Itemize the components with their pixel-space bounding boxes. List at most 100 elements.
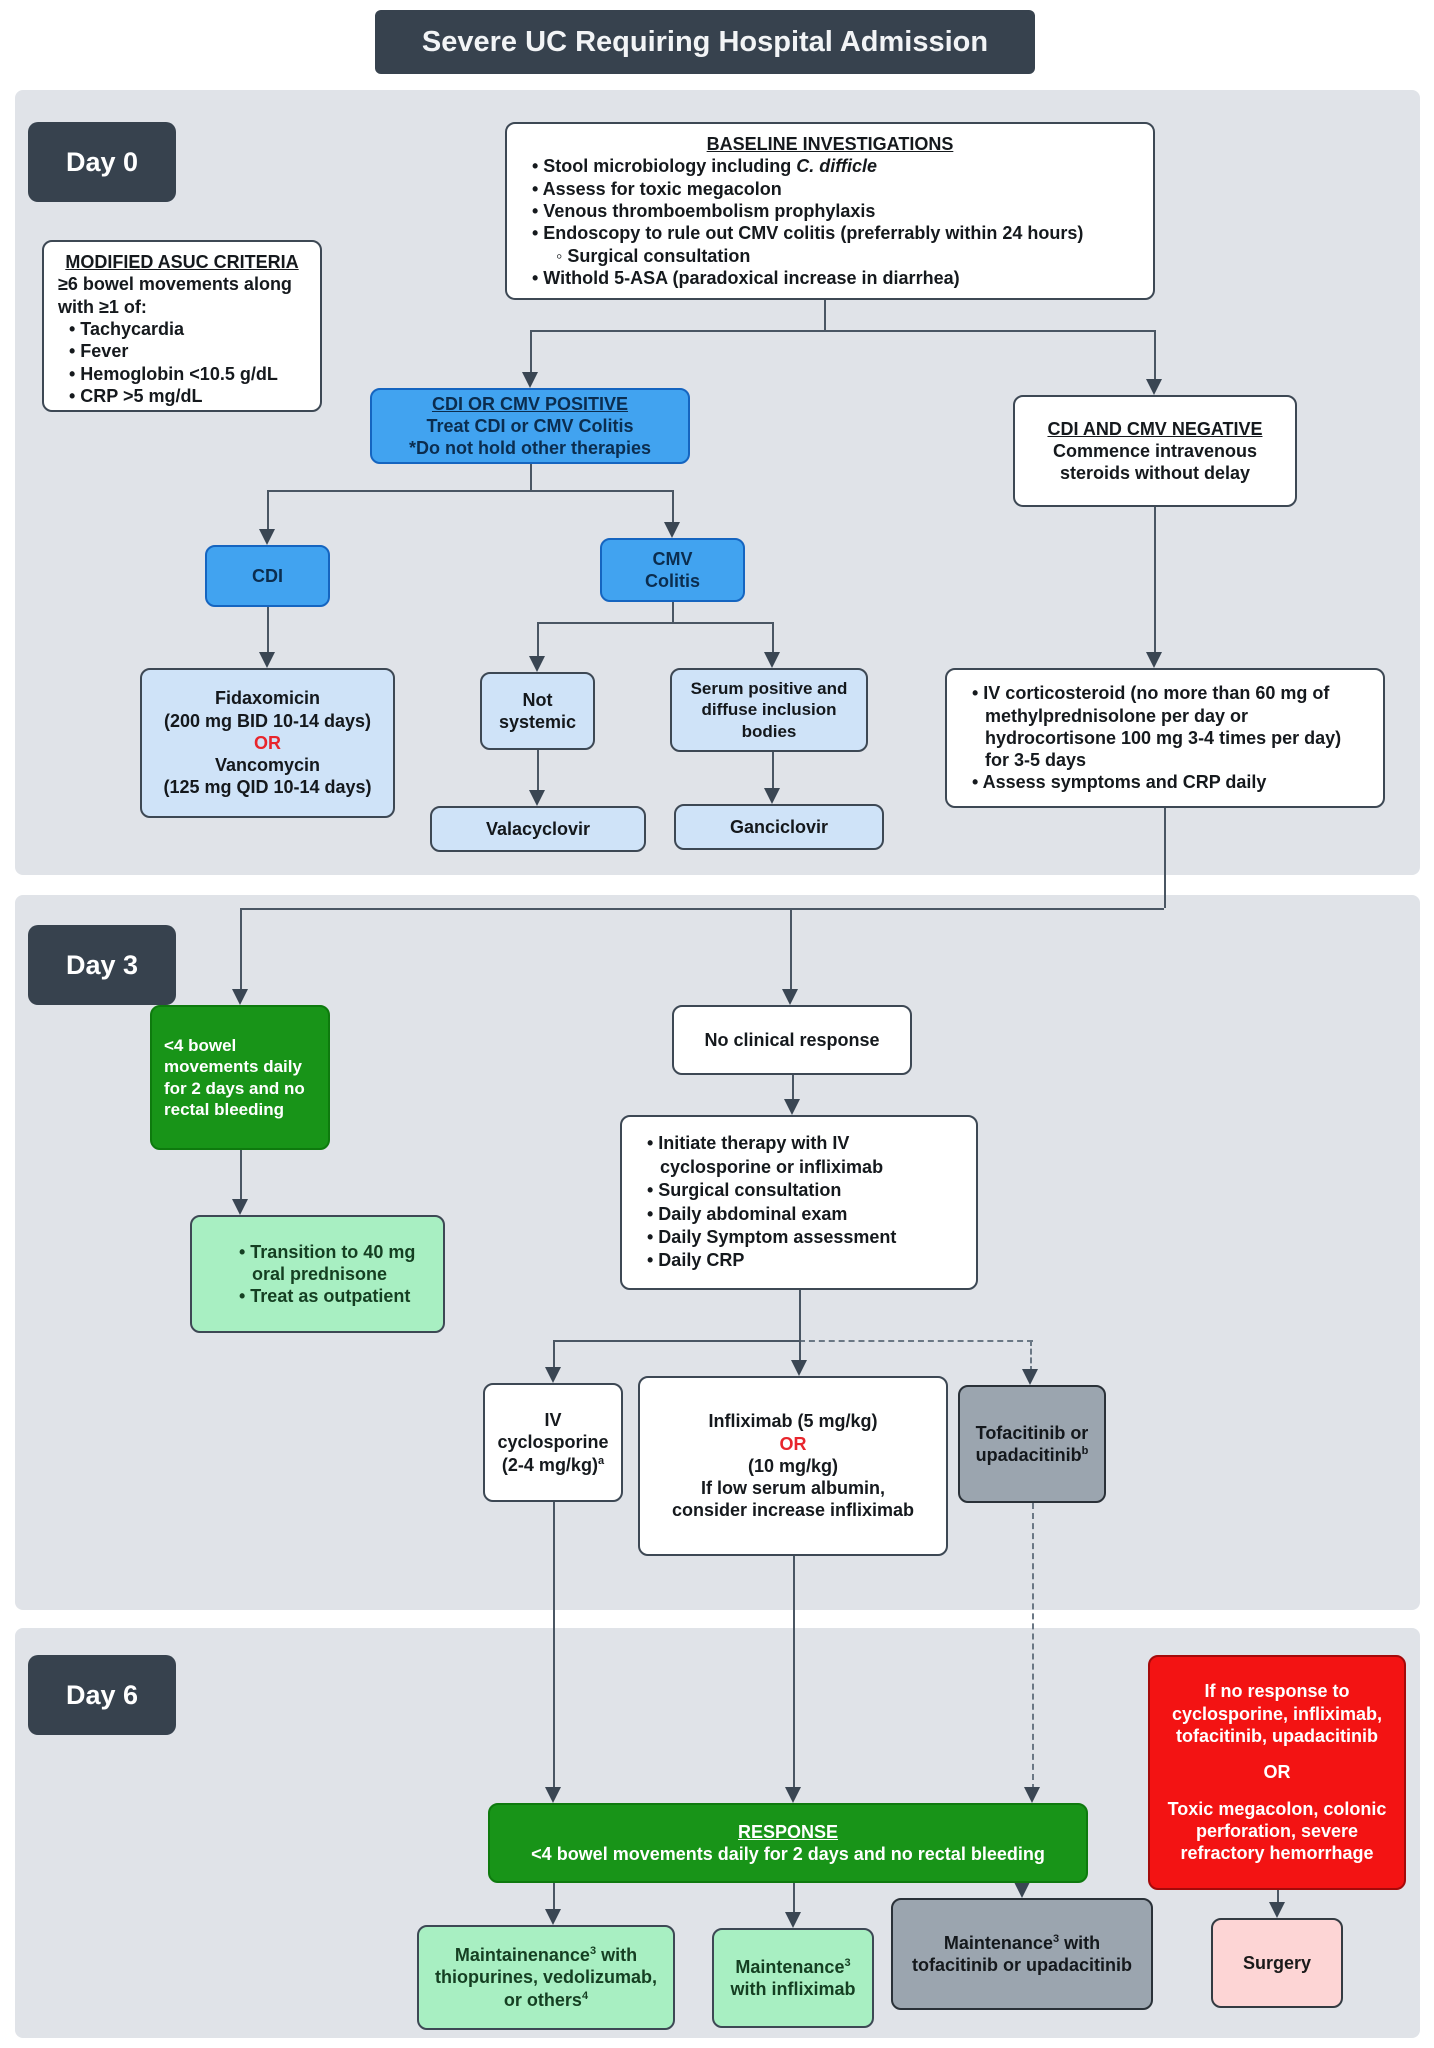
connector-line — [799, 1340, 801, 1360]
bullet-item: • Daily Symptom assessment — [647, 1226, 897, 1247]
footnote-sup: a — [597, 1454, 605, 1467]
connector-line — [772, 622, 774, 652]
node-line: Valacyclovir — [485, 818, 591, 839]
arrowhead — [232, 1199, 248, 1215]
connector-line — [553, 1340, 555, 1367]
node-fidaxomicin-vancomycin: Fidaxomicin (200 mg BID 10-14 days) OR V… — [140, 668, 395, 818]
bullet-subitem: ◦ Surgical consultation — [556, 245, 751, 266]
connector-line — [790, 908, 792, 989]
bullet-item: • Endoscopy to rule out CMV colitis (pre… — [532, 223, 1084, 244]
bullet-item: • Daily CRP — [647, 1250, 745, 1271]
connector-line — [267, 490, 269, 529]
node-line: Vancomycin — [214, 755, 321, 776]
connector-line — [553, 1883, 555, 1909]
arrowhead — [522, 372, 538, 388]
node-line: (10 mg/kg) — [747, 1455, 839, 1476]
connector-line — [1277, 1890, 1279, 1902]
node-line: systemic — [498, 712, 577, 732]
bullet-item: • Venous thromboembolism prophylaxis — [532, 200, 876, 221]
arrowhead — [545, 1909, 561, 1925]
bullet-item: • Daily abdominal exam — [647, 1203, 848, 1224]
connector-line — [799, 1290, 801, 1340]
node-line: steroids without delay — [1059, 463, 1251, 484]
node-title: CDI OR CMV POSITIVE — [431, 393, 629, 414]
connector-line — [1164, 808, 1166, 908]
arrowhead — [664, 522, 680, 538]
node-line: Not — [522, 689, 553, 710]
node-line: Ganciclovir — [729, 816, 829, 837]
bullet-item: • Initiate therapy with IV cyclosporine … — [647, 1133, 884, 1177]
bullet-item: • CRP >5 mg/dL — [69, 385, 203, 406]
node-line: Fidaxomicin — [214, 688, 321, 709]
node-infliximab: Infliximab (5 mg/kg) OR (10 mg/kg) If lo… — [638, 1376, 948, 1556]
or-label: OR — [1263, 1762, 1291, 1783]
node-maintenance-thiopurines: Maintainenance3 with thiopurines, vedoli… — [417, 1925, 675, 2030]
bullet-item: • Stool microbiology including C. diffic… — [521, 155, 1139, 177]
arrowhead — [764, 788, 780, 804]
node-title: CDI AND CMV NEGATIVE — [1047, 418, 1263, 439]
node-line: IV — [544, 1410, 562, 1431]
bullet-text: • Stool microbiology including — [532, 156, 797, 177]
arrowhead — [764, 652, 780, 668]
connector-line-dashed — [1030, 1340, 1032, 1372]
node-cdi: CDI — [205, 545, 330, 607]
arrowhead — [785, 1912, 801, 1928]
connector-line — [793, 1556, 795, 1787]
arrowhead — [1024, 1787, 1040, 1803]
connector-line — [672, 602, 674, 622]
node-cmv-colitis: CMV Colitis — [600, 538, 745, 602]
bullet-item: • Treat as outpatient — [239, 1286, 411, 1307]
node-line: If low serum albumin, — [700, 1478, 886, 1499]
arrowhead — [1269, 1902, 1285, 1918]
node-tofacitinib-upadacitinib: Tofacitinib or upadacitinibb — [958, 1385, 1106, 1503]
connector-line — [792, 1075, 794, 1099]
connector-line — [553, 1340, 799, 1342]
arrowhead — [1022, 1369, 1038, 1385]
node-line: Maintainenance3 with thiopurines, vedoli… — [431, 1944, 661, 2011]
day3-label-text: Day 3 — [65, 949, 139, 980]
node-line: Surgery — [1242, 1952, 1312, 1973]
footnote-sup: b — [1081, 1445, 1089, 1457]
bullet-item: • Tachycardia — [69, 318, 185, 339]
node-line: <4 bowel movements daily for 2 days and … — [164, 1036, 305, 1119]
connector-line — [240, 1150, 242, 1199]
bullet-item: • Assess symptoms and CRP daily — [972, 772, 1267, 793]
arrowhead — [782, 989, 798, 1005]
node-modified-asuc-criteria: MODIFIED ASUC CRITERIA ≥6 bowel movement… — [42, 240, 322, 412]
node-iv-corticosteroid: • IV corticosteroid (no more than 60 mg … — [945, 668, 1385, 808]
connector-line-dashed — [1032, 1503, 1034, 1790]
bullet-item: • Hemoglobin <10.5 g/dL — [69, 363, 278, 384]
arrowhead — [259, 529, 275, 545]
arrowhead — [1146, 379, 1162, 395]
node-line: CMV — [652, 548, 693, 569]
connector-line — [267, 607, 269, 652]
drug-text: upadacitinib — [975, 1445, 1082, 1465]
node-paragraph: If no response to cyclosporine, inflixim… — [1171, 1681, 1383, 1747]
node-line: <4 bowel movements daily for 2 days and … — [531, 1844, 1045, 1864]
node-line: upadacitinibb — [976, 1444, 1089, 1466]
node-cdi-cmv-positive: CDI OR CMV POSITIVE Treat CDI or CMV Col… — [370, 388, 690, 464]
connector-line — [537, 750, 539, 790]
connector-line — [824, 300, 826, 330]
connector-line — [1154, 330, 1156, 379]
or-label: OR — [254, 732, 281, 753]
footnote-sup: 3 — [1052, 1932, 1060, 1945]
node-line: (200 mg BID 10-14 days) — [163, 710, 372, 731]
node-line: cyclosporine — [497, 1432, 609, 1453]
arrowhead — [1146, 652, 1162, 668]
connector-line — [553, 1502, 555, 1787]
connector-line — [537, 622, 539, 656]
bullet-item: • Withold 5-ASA (paradoxical increase in… — [532, 267, 960, 288]
arrowhead — [232, 989, 248, 1005]
arrowhead — [259, 652, 275, 668]
day6-label: Day 6 — [28, 1655, 176, 1735]
node-line: Treat CDI or CMV Colitis — [426, 415, 634, 436]
maint-text: Maintenance — [735, 1956, 845, 1977]
node-valacyclovir: Valacyclovir — [430, 806, 646, 852]
node-line: Colitis — [644, 571, 700, 591]
connector-line — [1154, 507, 1156, 652]
connector-line — [793, 1883, 795, 1912]
day0-label: Day 0 — [28, 122, 176, 202]
bullet-text-italic: C. difficle — [796, 156, 877, 177]
arrowhead — [545, 1367, 561, 1383]
